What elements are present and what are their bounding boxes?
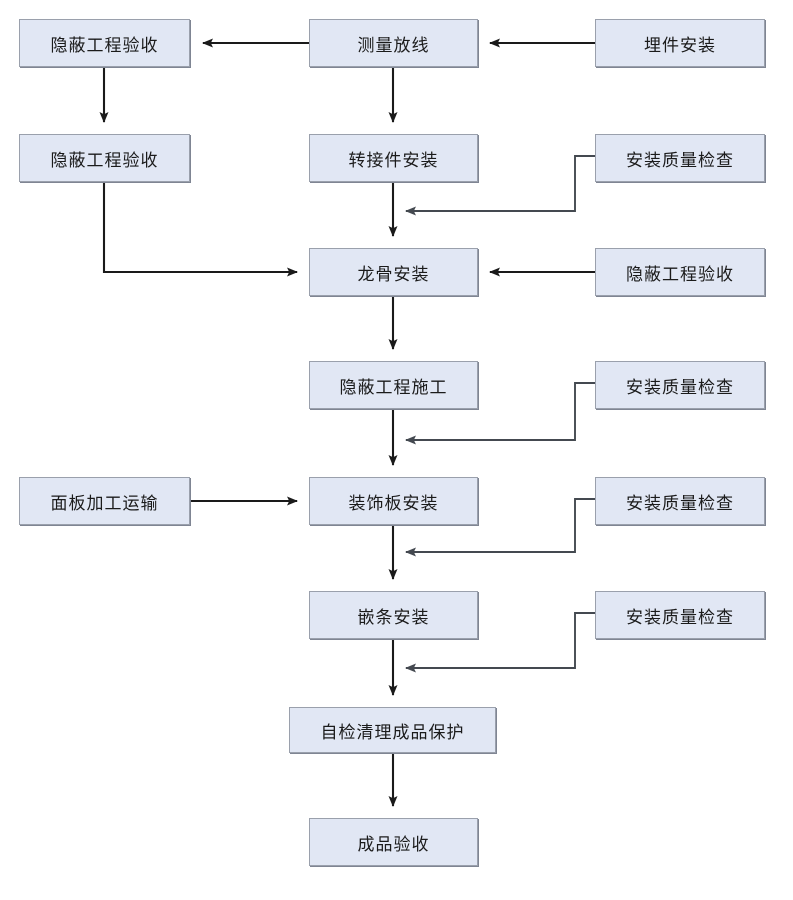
node-anzhuang-zhiliang-jiancha-3[interactable]: 安装质量检查 xyxy=(595,477,765,525)
node-label: 隐蔽工程施工 xyxy=(339,377,448,398)
node-yinbi-gongcheng-yanshou-3[interactable]: 隐蔽工程验收 xyxy=(595,248,765,296)
node-label: 隐蔽工程验收 xyxy=(50,150,159,171)
node-anzhuang-zhiliang-jiancha-2[interactable]: 安装质量检查 xyxy=(595,361,765,409)
node-yinbi-gongcheng-yanshou-2[interactable]: 隐蔽工程验收 xyxy=(19,134,190,182)
node-mianban-jiagong-yunshu[interactable]: 面板加工运输 xyxy=(19,477,190,525)
node-yinbi-gongcheng-yanshou-1[interactable]: 隐蔽工程验收 xyxy=(19,19,190,67)
node-label: 安装质量检查 xyxy=(626,377,734,398)
node-maijian-anzhuang[interactable]: 埋件安装 xyxy=(595,19,765,67)
node-label: 隐蔽工程验收 xyxy=(626,264,734,285)
node-label: 装饰板安装 xyxy=(348,493,439,514)
node-label: 嵌条安装 xyxy=(357,607,430,628)
node-label: 安装质量检查 xyxy=(626,607,734,628)
node-chengpin-yanshou[interactable]: 成品验收 xyxy=(309,818,478,866)
edge-yanshou2-to-longgu xyxy=(102,182,298,277)
node-anzhuang-zhiliang-jiancha-1[interactable]: 安装质量检查 xyxy=(595,134,765,182)
node-celiang-fangxian[interactable]: 测量放线 xyxy=(309,19,478,67)
node-label: 龙骨安装 xyxy=(357,264,430,285)
node-zhuanjiejian-anzhuang[interactable]: 转接件安装 xyxy=(309,134,478,182)
node-anzhuang-zhiliang-jiancha-4[interactable]: 安装质量检查 xyxy=(595,591,765,639)
node-yinbi-gongcheng-shigong[interactable]: 隐蔽工程施工 xyxy=(309,361,478,409)
node-longgu-anzhuang[interactable]: 龙骨安装 xyxy=(309,248,478,296)
node-label: 埋件安装 xyxy=(644,35,716,56)
node-label: 转接件安装 xyxy=(348,150,439,171)
node-label: 成品验收 xyxy=(357,834,430,855)
node-qiantiao-anzhuang[interactable]: 嵌条安装 xyxy=(309,591,478,639)
node-label: 安装质量检查 xyxy=(626,493,734,514)
node-label: 面板加工运输 xyxy=(50,493,159,514)
node-label: 自检清理成品保护 xyxy=(320,722,465,743)
node-label: 安装质量检查 xyxy=(626,150,734,171)
node-zhuangshiban-anzhuang[interactable]: 装饰板安装 xyxy=(309,477,478,525)
node-label: 隐蔽工程验收 xyxy=(50,35,159,56)
node-label: 测量放线 xyxy=(357,35,430,56)
node-zijian-qingli-chengpin-baohu[interactable]: 自检清理成品保护 xyxy=(289,707,496,753)
